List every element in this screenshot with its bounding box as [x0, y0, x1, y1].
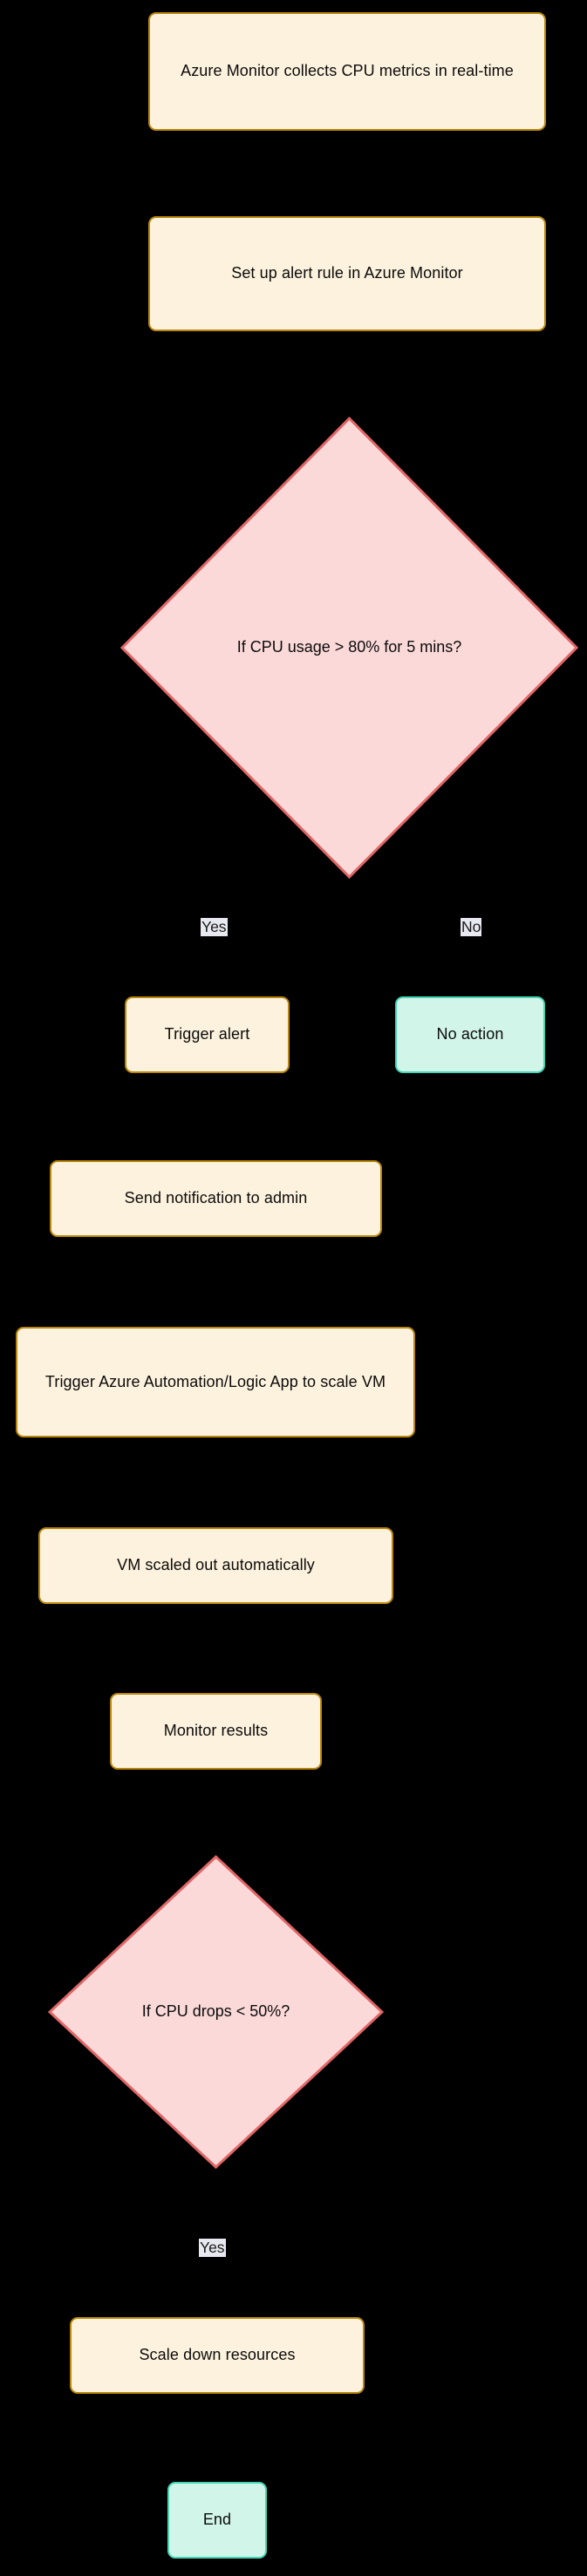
node-trigger-alert-label: Trigger alert: [164, 1025, 250, 1043]
node-scale-down-label: Scale down resources: [139, 2346, 296, 2364]
node-end[interactable]: End: [167, 2482, 267, 2559]
node-cpu-high-decision[interactable]: If CPU usage > 80% for 5 mins?: [120, 417, 578, 879]
node-scale-down[interactable]: Scale down resources: [70, 2317, 365, 2394]
decision-diamond-shape: [120, 417, 578, 879]
node-no-action-label: No action: [436, 1025, 504, 1043]
node-send-notification-label: Send notification to admin: [124, 1189, 308, 1207]
node-monitor-results-label: Monitor results: [163, 1722, 269, 1740]
node-vm-scaled-out[interactable]: VM scaled out automatically: [38, 1527, 393, 1604]
node-no-action[interactable]: No action: [395, 996, 545, 1073]
node-setup-alert-rule-label: Set up alert rule in Azure Monitor: [231, 264, 463, 282]
node-send-notification[interactable]: Send notification to admin: [50, 1160, 382, 1237]
node-vm-scaled-out-label: VM scaled out automatically: [117, 1556, 315, 1574]
node-cpu-low-decision[interactable]: If CPU drops < 50%?: [48, 1855, 384, 2169]
edge-label-high-yes: Yes: [201, 918, 228, 936]
edge-label-low-yes: Yes: [199, 2239, 226, 2257]
node-collect-metrics-label: Azure Monitor collects CPU metrics in re…: [181, 62, 514, 80]
node-trigger-automation-label: Trigger Azure Automation/Logic App to sc…: [44, 1372, 386, 1390]
decision-diamond-shape: [48, 1855, 384, 2169]
node-end-label: End: [202, 2511, 232, 2529]
node-collect-metrics[interactable]: Azure Monitor collects CPU metrics in re…: [148, 12, 546, 131]
edge-label-high-no: No: [461, 918, 482, 936]
node-setup-alert-rule[interactable]: Set up alert rule in Azure Monitor: [148, 216, 546, 331]
node-trigger-alert[interactable]: Trigger alert: [125, 996, 290, 1073]
node-monitor-results[interactable]: Monitor results: [110, 1693, 322, 1770]
node-trigger-automation[interactable]: Trigger Azure Automation/Logic App to sc…: [16, 1327, 415, 1438]
